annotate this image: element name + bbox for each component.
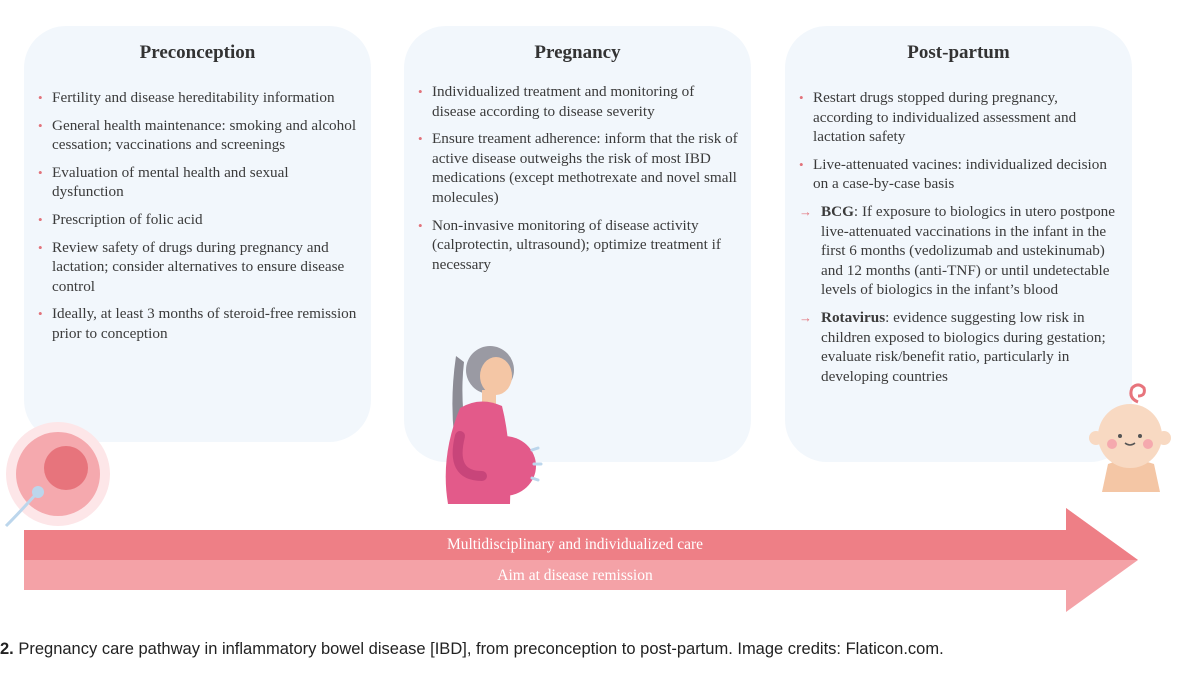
arrow-label-remission: Aim at disease remission xyxy=(497,567,653,584)
post-partum-list: Restart drugs stopped during pregnancy, … xyxy=(799,88,1120,394)
baby-icon xyxy=(1089,383,1171,492)
figure-number: 2. xyxy=(0,640,14,658)
list-item: Individualized treatment and monitoring … xyxy=(418,82,739,121)
list-item: Live-attenuated vacines: individualized … xyxy=(799,155,1120,194)
list-item: Ideally, at least 3 months of steroid-fr… xyxy=(38,304,359,343)
post-partum-title: Post-partum xyxy=(907,42,1010,63)
rotavirus-key: Rotavirus xyxy=(821,308,886,326)
bcg-key: BCG xyxy=(821,202,854,220)
list-item: Evaluation of mental health and sexual d… xyxy=(38,163,359,202)
caption-text: Pregnancy care pathway in inflammatory b… xyxy=(13,640,944,658)
pregnant-woman-icon xyxy=(445,346,543,504)
pregnancy-title: Pregnancy xyxy=(534,42,621,63)
list-item: Prescription of folic acid xyxy=(38,210,359,230)
preconception-panel: Preconception Fertility and disease here… xyxy=(24,26,371,442)
arrow-label-care: Multidisciplinary and individualized car… xyxy=(446,536,704,553)
list-item: General health maintenance: smoking and … xyxy=(38,116,359,155)
preconception-title: Preconception xyxy=(139,42,256,63)
rotavirus-text: : evidence suggesting low risk in childr… xyxy=(821,308,1106,385)
list-item: Restart drugs stopped during pregnancy, … xyxy=(799,88,1120,147)
list-item: Rotavirus: evidence suggesting low risk … xyxy=(799,308,1120,386)
post-partum-panel: Post-partum Restart drugs stopped during… xyxy=(785,26,1132,462)
preconception-list: Fertility and disease hereditability inf… xyxy=(38,88,359,352)
list-item: Fertility and disease hereditability inf… xyxy=(38,88,359,108)
list-item: Non-invasive monitoring of disease activ… xyxy=(418,216,739,275)
bcg-text: : If exposure to biologics in utero post… xyxy=(821,202,1116,299)
figure-caption: 2. Pregnancy care pathway in inflammator… xyxy=(0,640,1179,659)
list-item: Review safety of drugs during pregnancy … xyxy=(38,238,359,297)
list-item: BCG: If exposure to biologics in utero p… xyxy=(799,202,1120,300)
egg-cell-icon xyxy=(4,422,110,528)
pregnancy-list: Individualized treatment and monitoring … xyxy=(418,82,739,282)
list-item: Ensure treament adherence: inform that t… xyxy=(418,129,739,207)
pathway-arrow xyxy=(24,508,1138,612)
